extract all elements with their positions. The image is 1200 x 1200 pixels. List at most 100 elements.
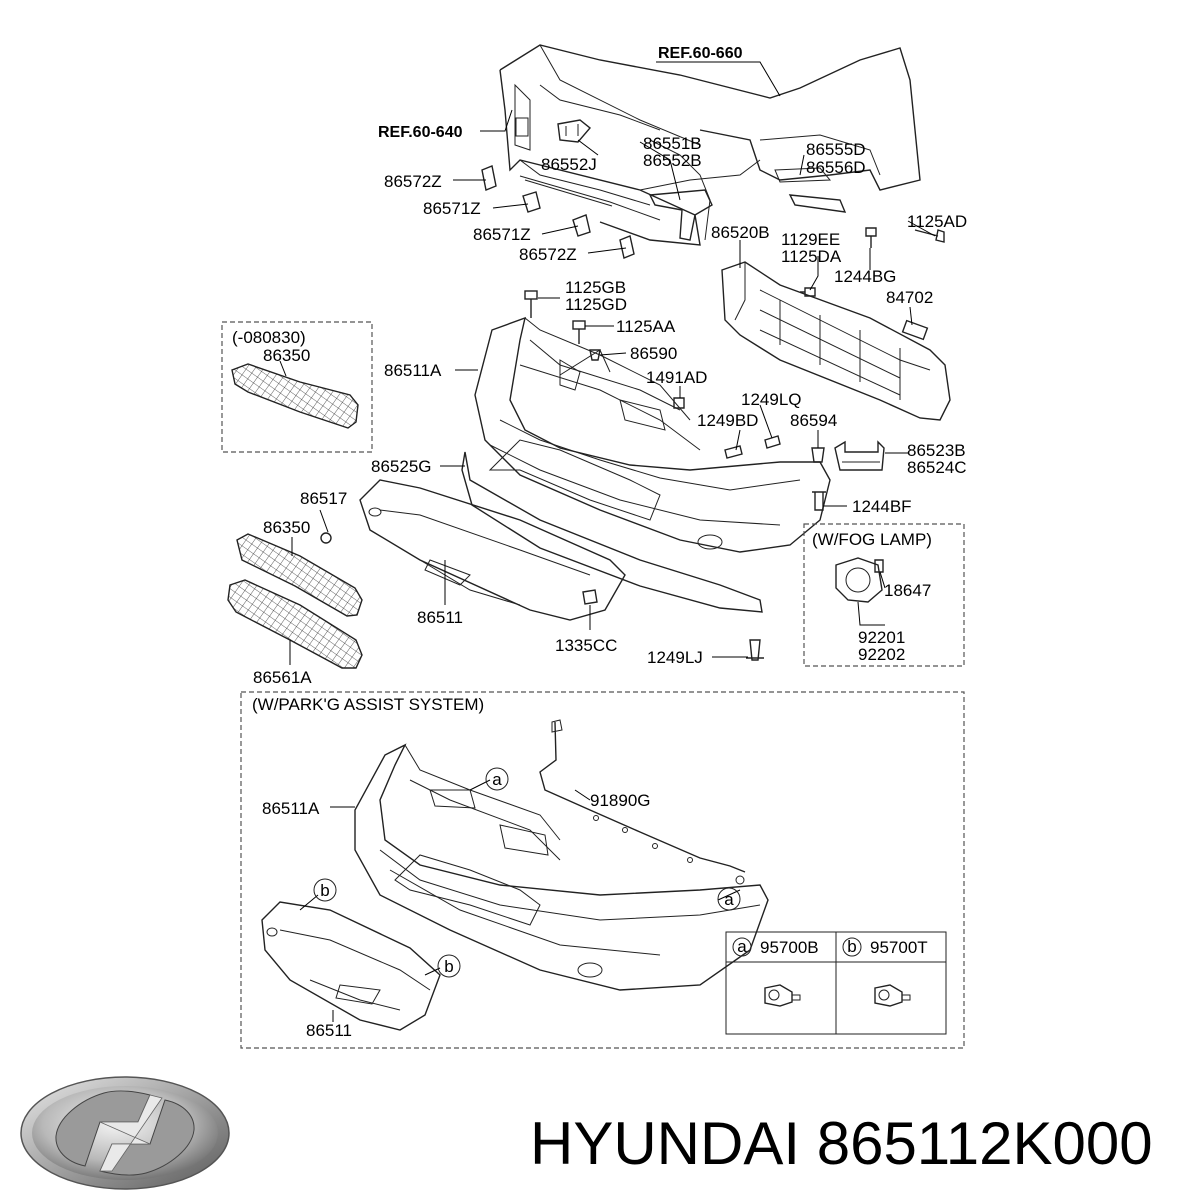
hyundai-logo [20,1076,230,1190]
bolt-1125gb [524,290,538,318]
bolt-1125ad [914,229,945,243]
bracket-86555d [774,167,847,213]
fog-lamp-box-title: (W/FOG LAMP) [812,530,932,549]
lower-bumper-86511-top [359,479,626,621]
clip-86571z-a [522,191,541,213]
label-1244bg: 1244BG [834,267,896,286]
label-1129ee: 1129EE [781,230,840,249]
screw-18647 [874,559,884,573]
park-assist-box [240,691,965,1049]
label-86524c: 86524C [907,458,967,477]
lower-grille-86525g [461,439,763,613]
clip-86572z-b [619,235,635,259]
label-92201: 92201 [858,628,905,647]
label-1249bd: 1249BD [697,411,758,430]
clip-86572z-a [481,165,497,191]
clip-1491ad [673,397,685,409]
bracket-86523b [834,440,885,471]
absorber-86520b [721,261,951,421]
label-1335cc: 1335CC [555,636,617,655]
label-1125da: 1125DA [781,247,842,266]
label-86571z: 86571Z [473,225,531,244]
label-1125ad: 1125AD [907,212,967,231]
bolt-1249lq [764,435,781,449]
legend-part-95700t: 95700T [870,938,928,957]
early-grille-box [221,321,373,453]
bolt-1249bd [724,445,743,459]
bracket-86551b [648,189,713,241]
bolt-1125aa [572,320,586,344]
bolt-1249lj [746,639,764,661]
label-1125gb: 1125GB [565,278,626,297]
plate-84702 [901,319,929,341]
wiring-91890g [539,719,746,885]
label-86350: 86350 [263,518,310,537]
callout-a-label: a [492,770,502,789]
callout-a-1: a [485,767,509,791]
early-grille-part-label: 86350 [263,346,310,365]
clip-86517 [320,532,332,544]
park-assist-box-title: (W/PARK'G ASSIST SYSTEM) [252,695,484,714]
footer-caption: HYUNDAI 865112K000 [530,1110,1153,1177]
fog-lamp-92201 [835,557,883,603]
label-86511-lower: 86511 [306,1021,352,1040]
label-86552b: 86552B [643,151,702,170]
grille-86350 [236,533,363,617]
leader-lines [279,61,936,1022]
legend-key-b: b [847,937,856,956]
clip-1335cc [582,589,598,605]
label-86552j: 86552J [541,155,597,174]
label-86511a-lower: 86511A [262,799,320,818]
clip-86590 [589,349,601,361]
callout-a-2: a [717,887,741,911]
label-86556d: 86556D [806,158,866,177]
grille-86561a [227,579,363,669]
label-86594: 86594 [790,411,837,430]
bolt-1244bf [812,491,826,511]
label-86511a: 86511A [384,361,442,380]
label-1125gd: 1125GD [565,295,627,314]
callout-a-label: a [724,890,734,909]
label-86511: 86511 [417,608,463,627]
label-1125aa: 1125AA [616,317,676,336]
sensor-95700b-icon [764,984,801,1007]
label-86523b: 86523B [907,441,966,460]
label-1249lq: 1249LQ [741,390,802,409]
bolt-1244bg [865,227,877,248]
label-86571z: 86571Z [423,199,481,218]
clip-86571z-b [572,214,591,237]
callout-b-2: b [437,954,461,978]
early-grille-box-title: (-080830) [232,328,306,347]
label-86525g: 86525G [371,457,432,476]
bracket-86552j [557,119,592,143]
label-86517: 86517 [300,489,347,508]
label-1244bf: 1244BF [852,497,912,516]
legend-part-95700b: 95700B [760,938,819,957]
lower-bumper-86511-bottom [261,901,441,1031]
label-18647: 18647 [884,581,931,600]
label-86561a: 86561A [253,668,312,687]
fog-lamp-box [803,523,965,667]
part-labels: 86551B 86552B 86552J 86555D 86556D 86572… [253,134,967,1040]
clip-86594 [811,447,825,463]
label-86590: 86590 [630,344,677,363]
label-86572z: 86572Z [384,172,442,191]
label-86520b: 86520B [711,223,770,242]
ref-60-640: REF.60-640 [378,124,463,141]
legend-cell-a: a 95700B [732,937,819,957]
label-91890g: 91890G [590,791,651,810]
grille-86350-early [231,363,359,429]
legend-table [725,931,947,1035]
label-92202: 92202 [858,645,905,664]
callout-b-1: b [313,878,337,902]
label-1249lj: 1249LJ [647,648,703,667]
label-86555d: 86555D [806,140,866,159]
ref-60-660: REF.60-660 [658,45,743,62]
label-1491ad: 1491AD [646,368,707,387]
sensor-95700t-icon [874,984,911,1007]
callout-b-label: b [320,881,329,900]
label-86572z: 86572Z [519,245,577,264]
bumper-cover-86511a-bottom [354,743,769,991]
callout-b-label: b [444,957,453,976]
